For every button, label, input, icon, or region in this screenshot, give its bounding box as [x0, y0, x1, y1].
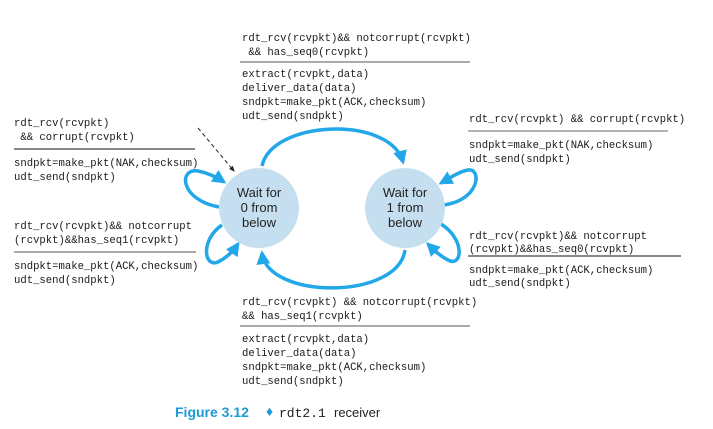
action-text: sndpkt=make_pkt(ACK,checksum) — [242, 97, 426, 109]
state-wait-1: Wait for 1 from below — [365, 168, 445, 248]
event-text: rdt_rcv(rcvpkt)&& notcorrupt — [469, 231, 647, 243]
self-loop-right-top — [438, 168, 478, 207]
label-bottom: rdt_rcv(rcvpkt) && notcorrupt(rcvpkt) &&… — [240, 297, 477, 388]
label-right-bottom: rdt_rcv(rcvpkt)&& notcorrupt (rcvpkt)&&h… — [468, 231, 681, 290]
event-text: rdt_rcv(rcvpkt)&& notcorrupt(rcvpkt) — [242, 33, 471, 45]
action-text: sndpkt=make_pkt(NAK,checksum) — [14, 158, 198, 170]
action-text: deliver_data(data) — [242, 83, 356, 95]
action-text: udt_send(sndpkt) — [469, 154, 571, 166]
figure-caption: Figure 3.12 ♦ rdt2.1 receiver — [175, 403, 381, 421]
caption-text: receiver — [334, 405, 381, 420]
action-text: udt_send(sndpkt) — [469, 278, 571, 290]
event-text: (rcvpkt)&&has_seq1(rcvpkt) — [14, 235, 179, 247]
action-text: sndpkt=make_pkt(ACK,checksum) — [242, 362, 426, 374]
event-text: rdt_rcv(rcvpkt) && corrupt(rcvpkt) — [469, 114, 685, 126]
event-text: (rcvpkt)&&has_seq0(rcvpkt) — [469, 244, 634, 256]
action-text: udt_send(sndpkt) — [242, 111, 344, 123]
event-text: rdt_rcv(rcvpkt) — [14, 118, 109, 130]
event-text: rdt_rcv(rcvpkt) && notcorrupt(rcvpkt) — [242, 297, 477, 309]
state-label: below — [388, 215, 423, 230]
event-text: && has_seq0(rcvpkt) — [242, 47, 369, 59]
transition-arrow-top — [260, 127, 407, 167]
self-loop-left-top — [183, 169, 227, 209]
label-left-top: rdt_rcv(rcvpkt) && corrupt(rcvpkt) sndpk… — [14, 118, 198, 184]
state-wait-0: Wait for 0 from below — [219, 168, 299, 248]
event-text: && has_seq1(rcvpkt) — [242, 311, 363, 323]
action-text: udt_send(sndpkt) — [14, 275, 116, 287]
state-label: 1 from — [387, 200, 424, 215]
event-text: && corrupt(rcvpkt) — [14, 132, 135, 144]
label-top: rdt_rcv(rcvpkt)&& notcorrupt(rcvpkt) && … — [240, 33, 471, 123]
event-text: rdt_rcv(rcvpkt)&& notcorrupt — [14, 221, 192, 233]
state-label: Wait for — [237, 185, 282, 200]
caption-code: rdt2.1 — [279, 406, 326, 421]
action-text: extract(rcvpkt,data) — [242, 69, 369, 81]
initial-state-arrow — [197, 127, 235, 172]
caption-separator: ♦ — [266, 403, 273, 419]
action-text: extract(rcvpkt,data) — [242, 334, 369, 346]
action-text: udt_send(sndpkt) — [242, 376, 344, 388]
label-right-top: rdt_rcv(rcvpkt) && corrupt(rcvpkt) sndpk… — [468, 114, 685, 166]
action-text: sndpkt=make_pkt(ACK,checksum) — [469, 265, 653, 277]
self-loop-left-bottom — [204, 223, 240, 265]
caption-figure-number: Figure 3.12 — [175, 404, 249, 420]
transition-arrow-bottom — [256, 249, 407, 290]
action-text: sndpkt=make_pkt(NAK,checksum) — [469, 140, 653, 152]
action-text: deliver_data(data) — [242, 348, 356, 360]
state-label: Wait for — [383, 185, 428, 200]
state-label: 0 from — [241, 200, 278, 215]
label-left-bottom: rdt_rcv(rcvpkt)&& notcorrupt (rcvpkt)&&h… — [14, 221, 198, 287]
action-text: udt_send(sndpkt) — [14, 172, 116, 184]
state-label: below — [242, 215, 277, 230]
action-text: sndpkt=make_pkt(ACK,checksum) — [14, 261, 198, 273]
self-loop-right-bottom — [426, 222, 461, 264]
